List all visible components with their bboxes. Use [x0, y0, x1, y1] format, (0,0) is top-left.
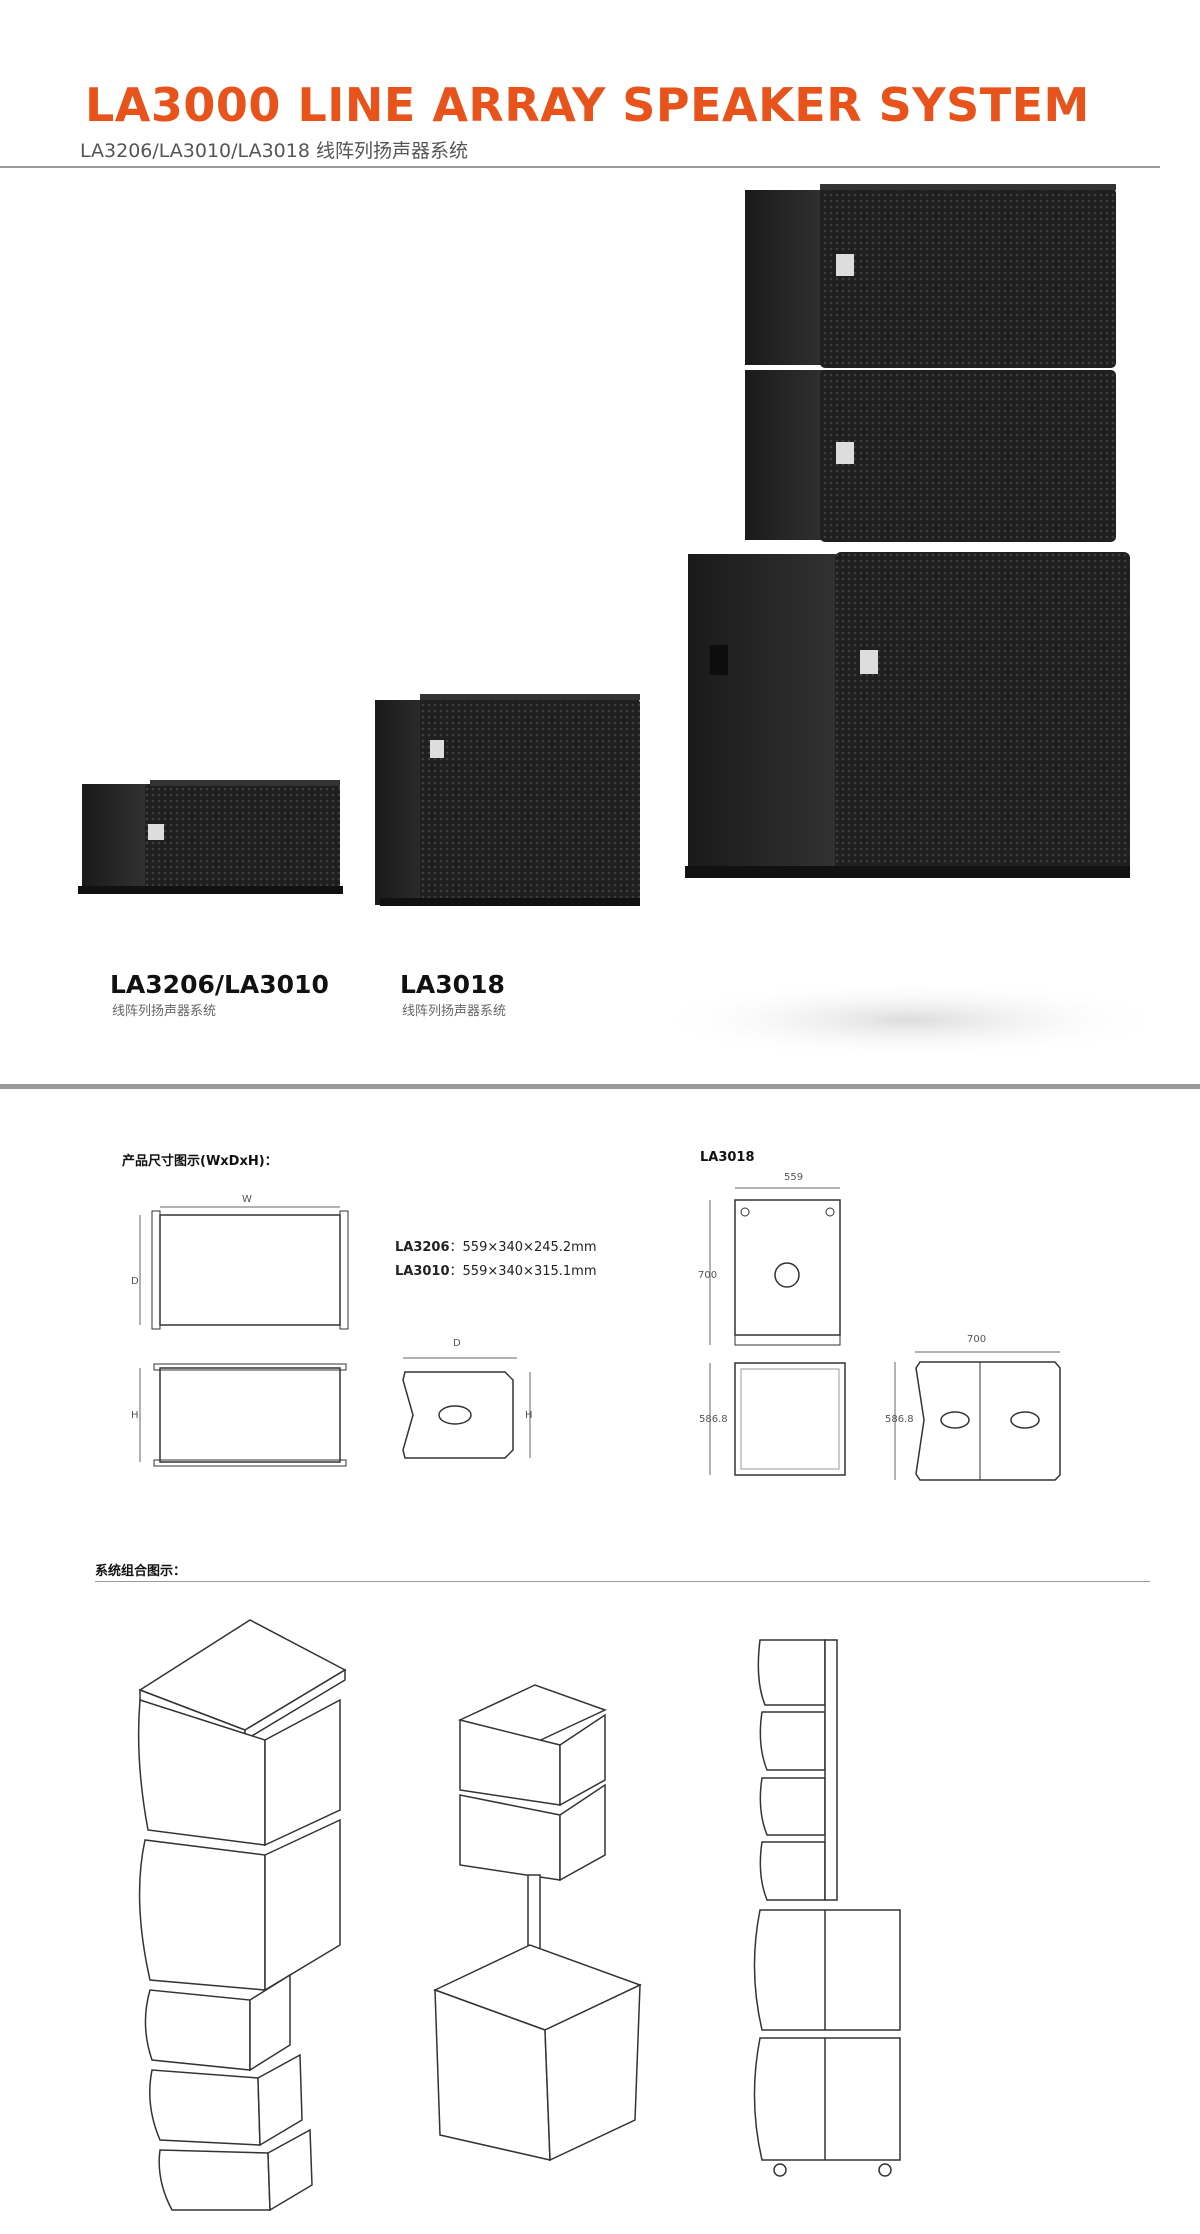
combination-divider: [95, 1581, 1150, 1582]
product-desc: 线阵列扬声器系统: [402, 1004, 507, 1019]
la3018-label: LA3018: [700, 1150, 755, 1165]
brand-badge-icon: [860, 650, 878, 674]
section-divider: [0, 1084, 1200, 1089]
combination-label: 系统组合图示：: [95, 1564, 187, 1579]
product-model: LA3206/LA3010: [110, 970, 329, 999]
header-divider: [0, 166, 1160, 168]
la3206-side-diagram: [402, 1357, 531, 1459]
product-photos: [78, 184, 1170, 1060]
la3018-photo: [375, 694, 640, 906]
flown-array-diagram: [137, 1619, 347, 2212]
la3018-front-diagram: [709, 1362, 846, 1476]
stack-photo: [685, 184, 1130, 878]
h-label: H: [131, 1410, 139, 1421]
spec-row: LA3010：559×340×315.1mm: [395, 1264, 597, 1279]
la3206-top-diagram: [139, 1206, 349, 1330]
height-label: 586.8: [885, 1414, 914, 1425]
ground-stack-diagram: [433, 1684, 642, 2162]
la3018-side-diagram: [894, 1351, 1061, 1481]
page-title: LA3000 LINE ARRAY SPEAKER SYSTEM: [85, 78, 1090, 132]
dimensions-label: 产品尺寸图示(WxDxH)：: [122, 1154, 278, 1169]
combination-diagrams: [137, 1619, 901, 2212]
brand-badge-icon: [836, 254, 854, 276]
height-label: 586.8: [699, 1414, 728, 1425]
depth-label: 700: [967, 1334, 987, 1345]
brand-badge-icon: [148, 824, 164, 840]
product-model: LA3018: [400, 970, 505, 999]
brand-badge-icon: [430, 740, 444, 758]
width-label: 559: [784, 1172, 804, 1183]
la3206-photo: [78, 780, 343, 894]
page-subtitle: LA3206/LA3010/LA3018 线阵列扬声器系统: [80, 140, 468, 162]
d-label: D: [453, 1338, 461, 1349]
d-label: D: [131, 1276, 139, 1287]
product-desc: 线阵列扬声器系统: [112, 1004, 217, 1019]
la3018-top-diagram: [709, 1187, 841, 1346]
brand-badge-icon: [836, 442, 854, 464]
spec-row: LA3206：559×340×245.2mm: [395, 1240, 597, 1255]
height-label: 700: [698, 1270, 718, 1281]
h-label: H: [525, 1410, 533, 1421]
la3206-front-diagram: [139, 1363, 347, 1467]
vertical-column-diagram: [753, 1639, 901, 2177]
w-label: W: [242, 1194, 252, 1205]
